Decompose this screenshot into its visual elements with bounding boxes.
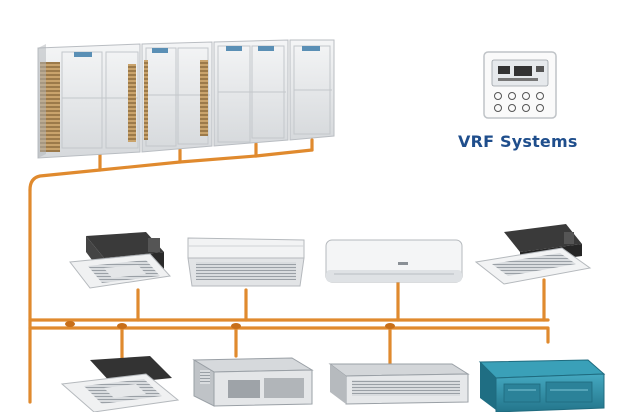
wired-controller-icon [483, 51, 557, 119]
pipe-outdoor-header [28, 148, 314, 192]
pipe-joints [65, 321, 395, 329]
compact-cassette-icon [69, 232, 171, 289]
indoor-units-row1 [69, 224, 592, 289]
outdoor-unit-icon [289, 39, 335, 141]
pipe-header-row2 [28, 326, 550, 344]
slim-duct-unit-icon [192, 357, 314, 407]
ceiling-floor-unit-icon [187, 237, 305, 287]
diagram-title: VRF Systems [458, 132, 578, 151]
pipe-joint [385, 323, 395, 329]
pipe-joint [117, 323, 127, 329]
indoor-units-row2 [60, 356, 606, 412]
one-way-cassette-icon [474, 224, 592, 285]
outdoor-unit-icon [141, 41, 213, 153]
wall-mounted-unit-icon [325, 239, 463, 283]
four-way-cassette-icon [60, 356, 180, 412]
high-static-duct-icon [478, 359, 606, 412]
pipe-joint [65, 321, 75, 327]
refrigerant-pipes [28, 138, 550, 404]
outdoor-unit-icon [37, 43, 141, 159]
low-static-duct-icon [328, 363, 470, 405]
outdoor-units [37, 39, 335, 159]
pipe-joint [231, 323, 241, 329]
outdoor-unit-icon [213, 39, 289, 147]
